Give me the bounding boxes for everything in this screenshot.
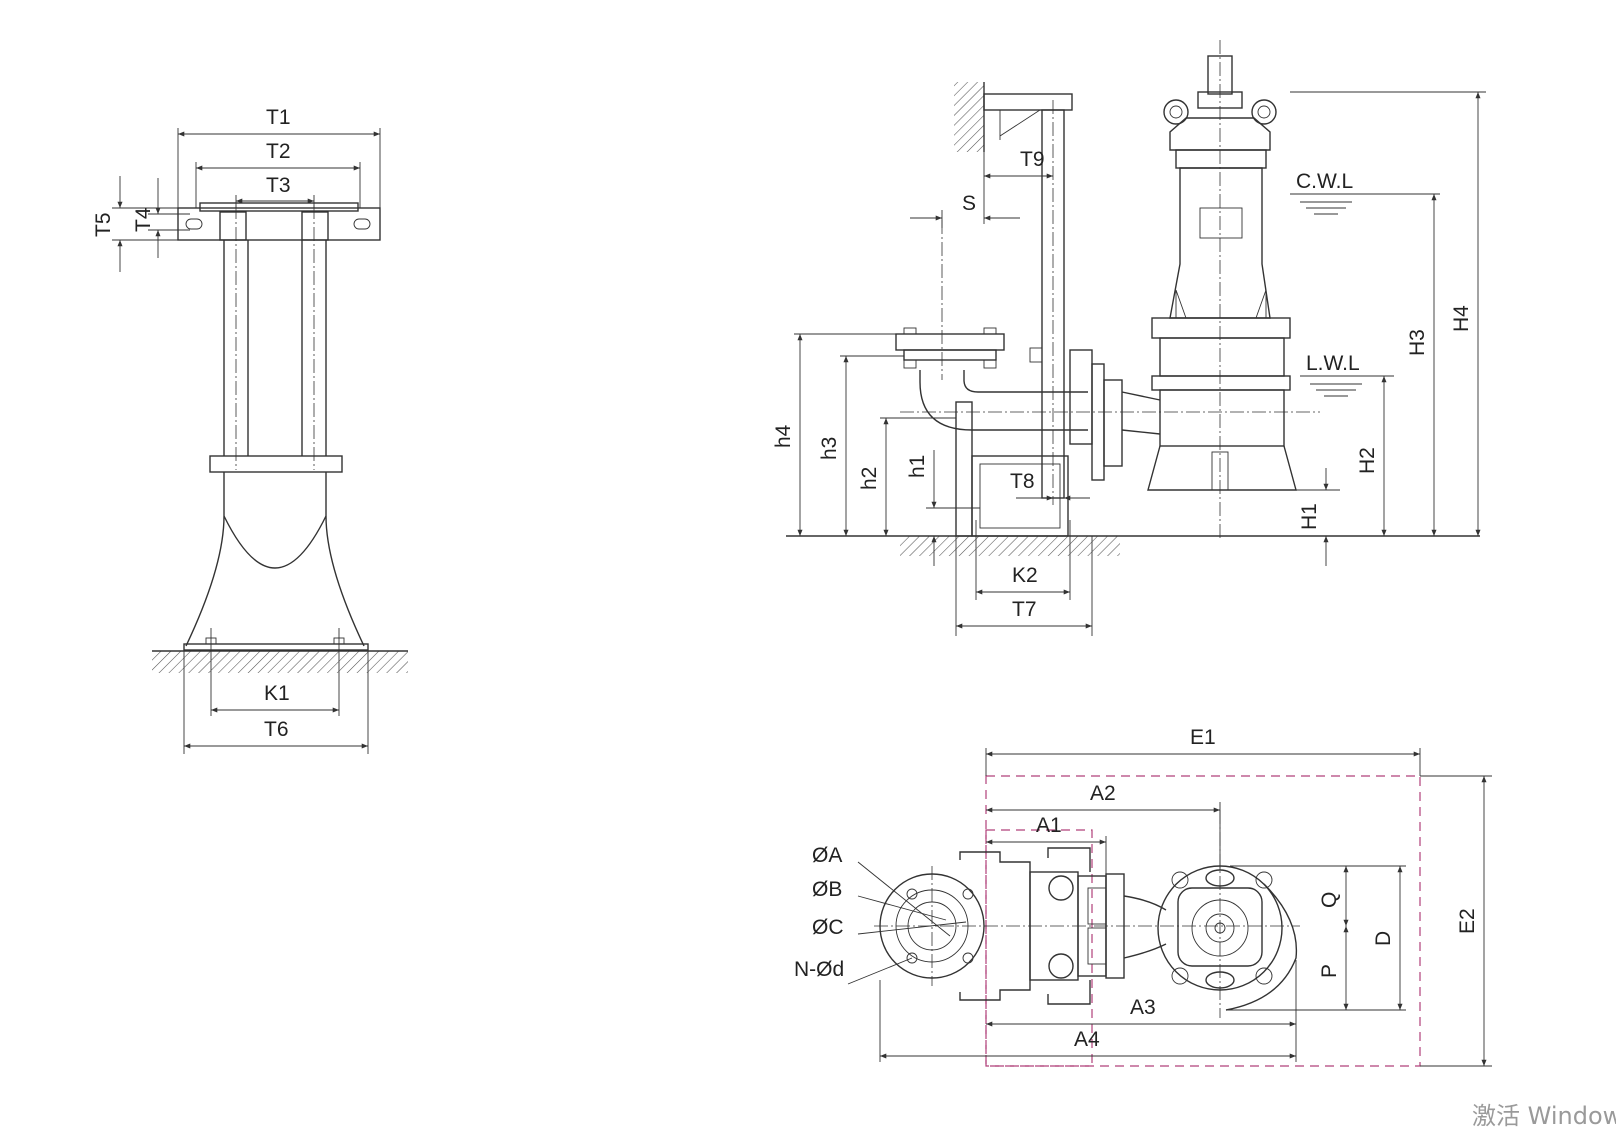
label-phiC: ØC xyxy=(812,916,844,939)
label-h2: h2 xyxy=(858,467,881,490)
label-K2: K2 xyxy=(1012,564,1038,587)
label-phiB: ØB xyxy=(812,878,842,901)
label-T6: T6 xyxy=(264,718,289,741)
side-view: T1 T2 T3 T5 T4 K1 T6 xyxy=(92,106,408,754)
label-H1: H1 xyxy=(1298,503,1321,530)
label-H2: H2 xyxy=(1356,447,1379,474)
label-H3: H3 xyxy=(1406,329,1429,356)
label-h4: h4 xyxy=(772,424,795,448)
watermark-text: 激活 Windows xyxy=(1472,1102,1616,1130)
label-h1: h1 xyxy=(906,455,929,478)
label-P: P xyxy=(1318,964,1341,978)
label-phiA: ØA xyxy=(812,844,842,867)
label-A1: A1 xyxy=(1036,814,1062,837)
label-T4: T4 xyxy=(132,207,155,232)
label-T9: T9 xyxy=(1020,148,1045,171)
label-T1: T1 xyxy=(266,106,291,129)
label-H4: H4 xyxy=(1450,305,1473,332)
label-LWL: L.W.L xyxy=(1306,352,1360,375)
label-E2: E2 xyxy=(1456,908,1479,934)
label-T3: T3 xyxy=(266,174,291,197)
label-S: S xyxy=(962,192,976,215)
label-T5: T5 xyxy=(92,212,115,237)
elevation-view: C.W.L L.W.L H4 H3 H2 H1 h4 h3 h2 h1 xyxy=(772,40,1486,636)
label-K1: K1 xyxy=(264,682,290,705)
label-D: D xyxy=(1372,931,1395,946)
label-T8: T8 xyxy=(1010,470,1035,493)
label-A4: A4 xyxy=(1074,1028,1100,1051)
label-E1: E1 xyxy=(1190,726,1216,749)
label-T2: T2 xyxy=(266,140,291,163)
label-A2: A2 xyxy=(1090,782,1116,805)
label-A3: A3 xyxy=(1130,996,1156,1019)
label-T7: T7 xyxy=(1012,598,1037,621)
label-Q: Q xyxy=(1318,892,1341,908)
label-Nd: N-Ød xyxy=(794,958,844,981)
plan-view: ØA ØB ØC N-Ød E1 A2 A1 A3 A4 Q P D E2 xyxy=(794,726,1492,1067)
label-h3: h3 xyxy=(818,437,841,460)
label-CWL: C.W.L xyxy=(1296,170,1353,193)
